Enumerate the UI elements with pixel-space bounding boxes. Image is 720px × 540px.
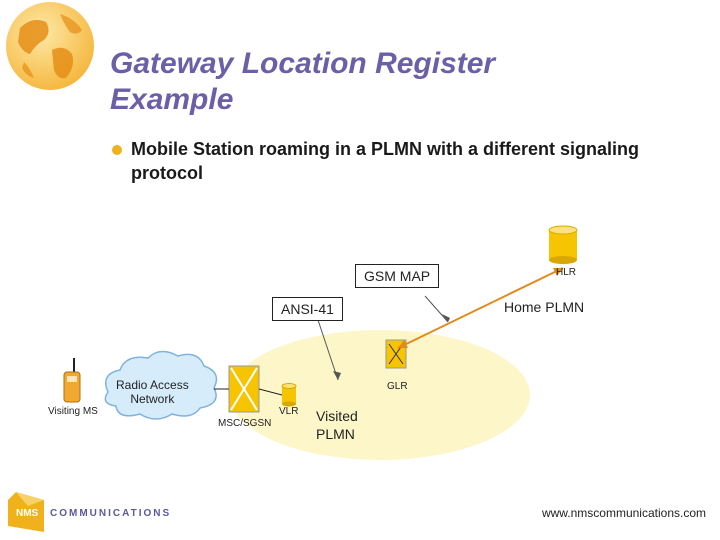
ansi41-label: ANSI-41 xyxy=(272,297,343,321)
logo-mark: NMS xyxy=(16,508,39,519)
msc-sgsn-switch-icon xyxy=(215,365,283,413)
vlr-label: VLR xyxy=(279,406,299,417)
title-line-1: Gateway Location Register xyxy=(110,47,496,80)
title-line-2: Example xyxy=(110,83,234,116)
bullet-text: Mobile Station roaming in a PLMN with a … xyxy=(131,139,640,183)
glr-hlr-connection xyxy=(397,267,564,349)
msc-sgsn-label: MSC/SGSN xyxy=(218,418,272,429)
ansi41-pointer xyxy=(317,319,339,381)
logo-wordmark: COMMUNICATIONS xyxy=(50,508,172,519)
footer-url: www.nmscommunications.com xyxy=(541,506,706,520)
slide-title: Gateway Location Register Example xyxy=(110,46,670,118)
radio-access-network-cloud-icon xyxy=(104,350,218,420)
home-plmn-label: Home PLMN xyxy=(504,299,585,315)
bullet-dot xyxy=(112,145,122,155)
gsm-map-pointer xyxy=(424,295,449,323)
vlr-cylinder-icon xyxy=(281,383,297,407)
radio-access-network-label: Radio Access Network xyxy=(116,378,189,406)
glr-label: GLR xyxy=(387,381,408,392)
visited-plmn-area xyxy=(230,330,530,460)
hlr-label: HLR xyxy=(556,267,577,278)
visiting-ms-label: Visiting MS xyxy=(48,406,98,417)
globe-icon xyxy=(6,2,94,90)
visited-plmn-label: Visited PLMN xyxy=(316,408,358,442)
nms-logo-icon xyxy=(8,492,44,532)
gsm-map-label: GSM MAP xyxy=(355,264,440,288)
mobile-phone-icon xyxy=(63,358,81,403)
hlr-cylinder-icon xyxy=(548,225,578,264)
